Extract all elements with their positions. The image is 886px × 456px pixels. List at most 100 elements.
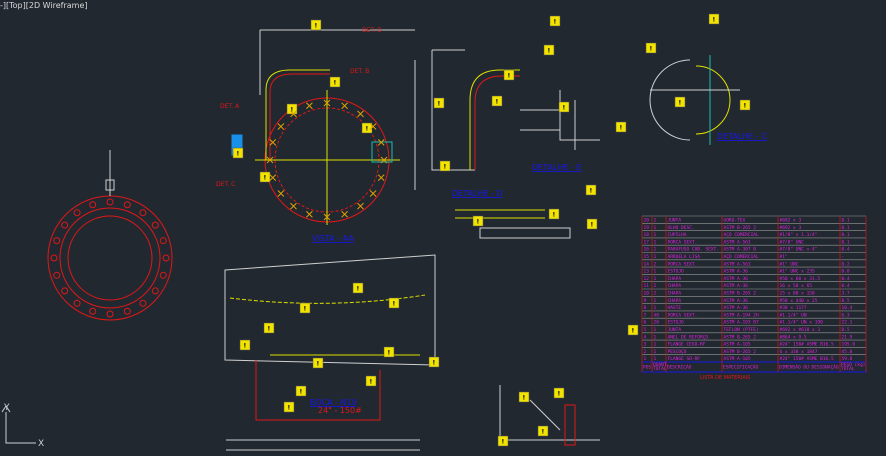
- warning-marker-icon[interactable]: !: [491, 95, 503, 107]
- svg-text:!: !: [393, 301, 396, 308]
- bom-cell: CHAPA: [668, 276, 682, 282]
- svg-text:!: !: [650, 46, 653, 53]
- warning-marker-icon[interactable]: !: [537, 425, 549, 437]
- svg-text:!: !: [553, 212, 556, 219]
- warning-marker-icon[interactable]: !: [585, 184, 597, 196]
- bom-header: QUANT. TOTAL: [653, 362, 672, 372]
- bolt-mark: [306, 210, 313, 218]
- bom-cell: FLANGE CEGO-RF: [668, 342, 706, 348]
- warning-marker-icon[interactable]: !: [503, 69, 515, 81]
- bom-cell: 1: [654, 239, 657, 245]
- warning-marker-icon[interactable]: !: [708, 13, 720, 25]
- detalhe-e-view: [520, 90, 600, 150]
- warning-marker-icon[interactable]: !: [615, 121, 627, 133]
- warning-marker-icon[interactable]: !: [548, 208, 560, 220]
- bom-cell: ASTM A-36: [724, 283, 749, 289]
- warning-marker-icon[interactable]: !: [299, 302, 311, 314]
- warning-marker-icon[interactable]: !: [543, 44, 555, 56]
- bom-cell: 40: [654, 312, 660, 318]
- warning-marker-icon[interactable]: !: [674, 96, 686, 108]
- warning-marker-icon[interactable]: !: [472, 215, 484, 227]
- warning-marker-icon[interactable]: !: [586, 218, 598, 230]
- svg-text:!: !: [334, 80, 337, 87]
- warning-marker-icon[interactable]: !: [388, 297, 400, 309]
- warning-marker-icon[interactable]: !: [439, 160, 451, 172]
- svg-text:!: !: [558, 391, 561, 398]
- bom-cell: 21.9: [842, 334, 853, 340]
- bom-cell: ANEL DE REFORÇO: [668, 334, 709, 340]
- bom-cell: 1: [654, 349, 657, 355]
- bolt-hole: [89, 307, 97, 315]
- bom-cell: #24" 150# ASME B16.5: [780, 356, 834, 362]
- svg-text:!: !: [304, 306, 307, 313]
- bom-cell: 9: [644, 298, 647, 304]
- svg-text:!: !: [591, 222, 594, 229]
- flange-front-view: [47, 150, 173, 321]
- warning-marker-icon[interactable]: !: [352, 282, 364, 294]
- svg-text:!: !: [679, 100, 682, 107]
- bolt-hole: [61, 221, 69, 229]
- warning-marker-icon[interactable]: !: [312, 357, 324, 369]
- bom-cell: 16 x 50 x 65: [780, 283, 813, 289]
- svg-text:!: !: [744, 103, 747, 110]
- ucs-icon: [1, 405, 36, 444]
- bom-cell: 16: [644, 247, 650, 253]
- bolt-hole: [106, 310, 114, 318]
- warning-marker-icon[interactable]: !: [232, 147, 244, 159]
- bolt-mark: [369, 190, 377, 197]
- bom-cell: 18: [644, 232, 650, 238]
- warning-marker-icon[interactable]: !: [383, 346, 395, 358]
- warning-marker-icon[interactable]: !: [263, 322, 275, 334]
- bom-cell: #1.1/4" UN x 190: [780, 320, 824, 326]
- warning-marker-icon[interactable]: !: [433, 97, 445, 109]
- bom-cell: #1": [780, 254, 788, 260]
- bolt-hole: [151, 221, 159, 229]
- warning-marker-icon[interactable]: !: [558, 101, 570, 113]
- warning-marker-icon[interactable]: !: [295, 385, 307, 397]
- warning-marker-icon[interactable]: !: [518, 391, 530, 403]
- bom-cell: JUNTA: [668, 218, 682, 224]
- warning-marker-icon[interactable]: !: [283, 401, 295, 413]
- bom-cell: 1: [654, 225, 657, 231]
- bom-cell: 7: [644, 312, 647, 318]
- warning-marker-icon[interactable]: !: [553, 387, 565, 399]
- warning-marker-icon[interactable]: !: [329, 76, 341, 88]
- bom-cell: #24" 150# ASME B16.5: [780, 342, 834, 348]
- warning-marker-icon[interactable]: !: [645, 42, 657, 54]
- det-d-label: DET. D: [362, 27, 382, 34]
- warning-marker-icon[interactable]: !: [239, 339, 251, 351]
- bolt-hole: [53, 237, 61, 245]
- bolt-mark: [341, 102, 348, 110]
- bom-cell: 1: [654, 298, 657, 304]
- bom-cell: 59.8: [842, 356, 853, 362]
- warning-marker-icon[interactable]: !: [259, 171, 271, 183]
- svg-text:!: !: [370, 379, 373, 386]
- bom-cell: CUPILHA: [668, 232, 687, 238]
- bolt-mark: [306, 102, 313, 110]
- warning-marker-icon[interactable]: !: [428, 356, 440, 368]
- warning-marker-icon[interactable]: !: [365, 375, 377, 387]
- bolt-hole: [89, 201, 97, 209]
- warning-marker-icon[interactable]: !: [286, 103, 298, 115]
- bom-cell: FLANGE SO-RF: [668, 356, 701, 362]
- warning-marker-icon[interactable]: !: [739, 99, 751, 111]
- svg-text:!: !: [288, 405, 291, 412]
- warning-marker-icon[interactable]: !: [627, 324, 639, 336]
- bom-cell: CHAPA: [668, 291, 682, 297]
- detalhe-c-view: [649, 55, 740, 145]
- bom-cell: 6: [644, 320, 647, 326]
- bom-cell: ASTM A-105: [724, 356, 751, 362]
- bom-cell: 1: [644, 356, 647, 362]
- warning-marker-icon[interactable]: !: [497, 435, 509, 447]
- warning-marker-icon[interactable]: !: [310, 19, 322, 31]
- bom-cell: ASTM A-36: [724, 305, 749, 311]
- viewport-controls-label[interactable]: -][Top][2D Wireframe]: [0, 1, 88, 10]
- svg-text:!: !: [366, 126, 369, 133]
- bom-cell: ASTM B-265 2: [724, 334, 757, 340]
- bolt-hole: [123, 307, 131, 315]
- bolt-mark: [357, 202, 364, 210]
- svg-text:!: !: [508, 73, 511, 80]
- warning-marker-icon[interactable]: !: [549, 15, 561, 27]
- bolt-hole: [139, 299, 147, 307]
